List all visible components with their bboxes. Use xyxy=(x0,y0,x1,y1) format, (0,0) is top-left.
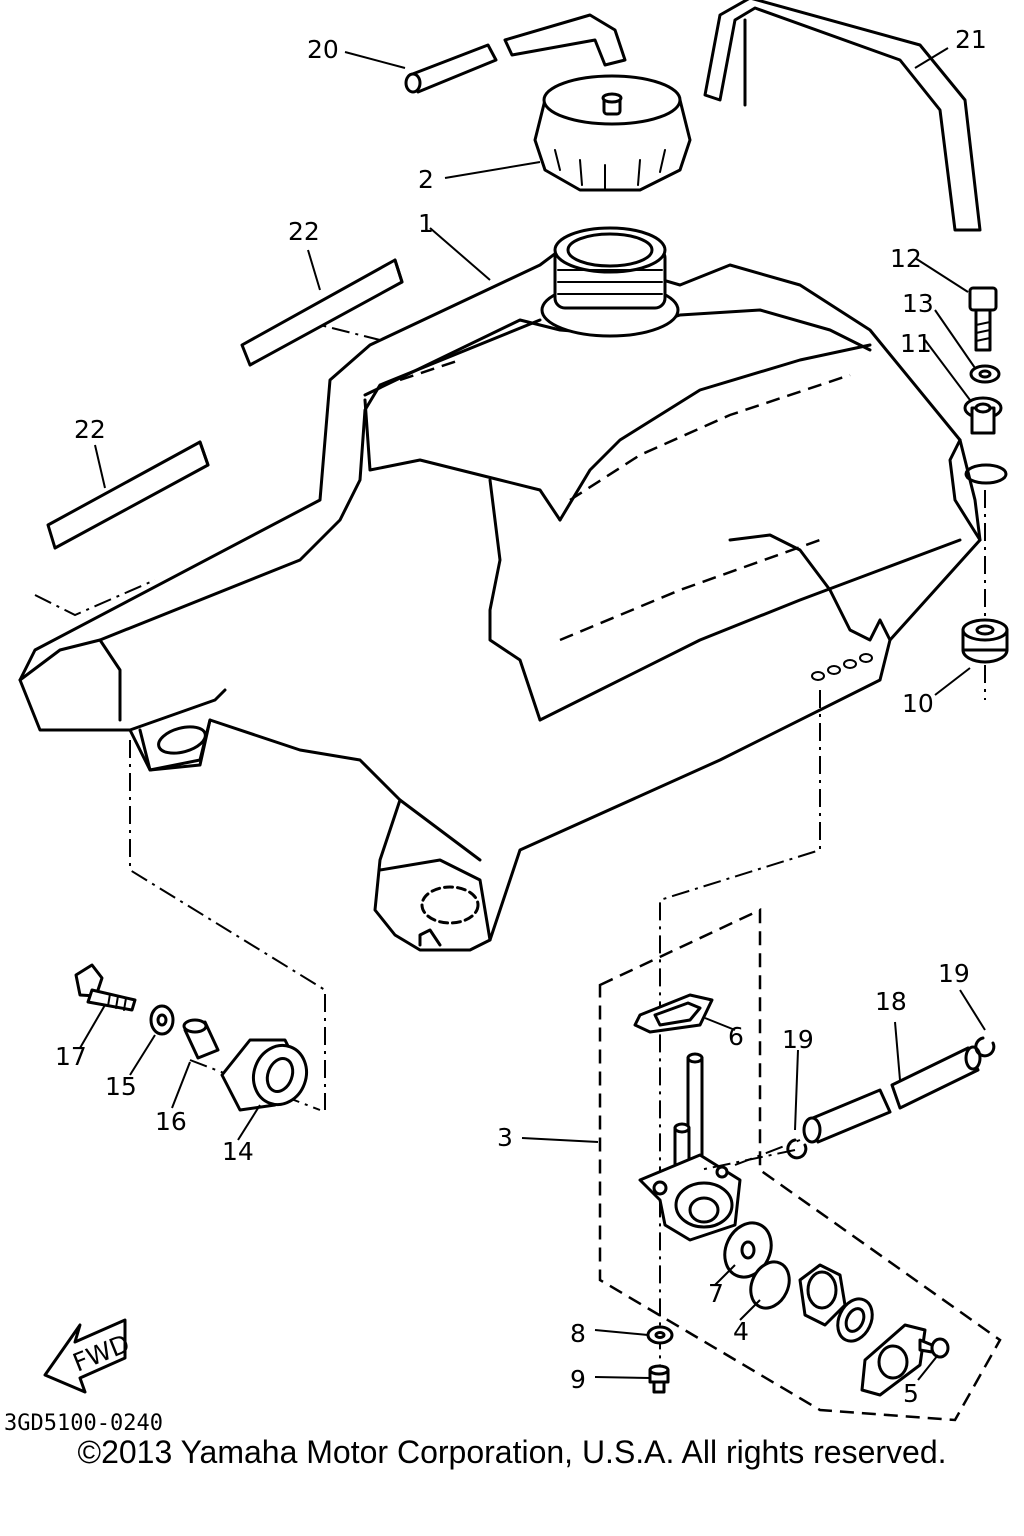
callout-5: 5 xyxy=(903,1379,919,1408)
hose-clip-19a xyxy=(786,1138,808,1160)
fuel-hose-18 xyxy=(802,1045,982,1144)
pad-22a xyxy=(240,258,404,367)
screw-5 xyxy=(918,1337,950,1359)
callout-6: 6 xyxy=(728,1022,744,1051)
seal-ring xyxy=(836,1297,874,1343)
gasket-6 xyxy=(633,993,714,1034)
copyright-notice: ©2013 Yamaha Motor Corporation, U.S.A. A… xyxy=(77,1434,947,1470)
hose-clip-19b xyxy=(974,1036,996,1058)
hose-guide-line xyxy=(699,1149,796,1171)
callout-16: 16 xyxy=(155,1107,187,1136)
fuel-cock-body xyxy=(638,1052,742,1242)
drain-screw-9 xyxy=(648,1364,670,1394)
fuel-cock-assembly-box xyxy=(598,908,1002,1422)
fuel-cap xyxy=(533,74,692,192)
washer-13 xyxy=(969,364,1001,384)
callout-15: 15 xyxy=(105,1072,137,1101)
callout-22a: 22 xyxy=(288,217,320,246)
cover-plate xyxy=(860,1323,927,1397)
lever xyxy=(798,1263,847,1327)
callout-3: 3 xyxy=(497,1123,513,1152)
washer-15 xyxy=(149,1004,175,1036)
diaphragm-7 xyxy=(723,1221,773,1279)
callout-18: 18 xyxy=(875,987,907,1016)
grommet-10 xyxy=(961,618,1009,664)
leader-lines xyxy=(79,47,986,1381)
callout-2: 2 xyxy=(418,165,434,194)
callout-7: 7 xyxy=(708,1279,724,1308)
callout-11: 11 xyxy=(900,329,932,358)
fwd-arrow-icon: FWD xyxy=(43,1318,134,1394)
callout-19b: 19 xyxy=(782,1025,814,1054)
callout-14: 14 xyxy=(222,1137,254,1166)
collar-16 xyxy=(182,1018,220,1060)
bolt-17 xyxy=(74,963,137,1012)
callout-22b: 22 xyxy=(74,415,106,444)
drawing-code: 3GD5100-0240 xyxy=(4,1411,163,1436)
callout-1: 1 xyxy=(418,209,434,238)
fuel-tank xyxy=(18,226,1008,952)
tank-strap-21 xyxy=(703,0,982,232)
callout-9: 9 xyxy=(570,1365,586,1394)
grommet-14 xyxy=(220,1038,308,1112)
o-ring-8 xyxy=(646,1325,674,1345)
fuel-hose-20 xyxy=(404,13,627,94)
collar-11 xyxy=(963,396,1003,435)
callouts: 1 2 3 4 5 6 7 8 9 10 11 12 13 14 15 16 1… xyxy=(55,25,987,1408)
callout-13: 13 xyxy=(902,289,934,318)
callout-21: 21 xyxy=(955,25,987,54)
pad-22b xyxy=(46,440,210,550)
callout-10: 10 xyxy=(902,689,934,718)
o-ring-4 xyxy=(749,1260,791,1310)
callout-4: 4 xyxy=(733,1317,749,1346)
bolt-12 xyxy=(968,286,998,352)
callout-20: 20 xyxy=(307,35,339,64)
callout-8: 8 xyxy=(570,1319,586,1348)
callout-12: 12 xyxy=(890,244,922,273)
callout-19a: 19 xyxy=(938,959,970,988)
callout-17: 17 xyxy=(55,1042,87,1071)
